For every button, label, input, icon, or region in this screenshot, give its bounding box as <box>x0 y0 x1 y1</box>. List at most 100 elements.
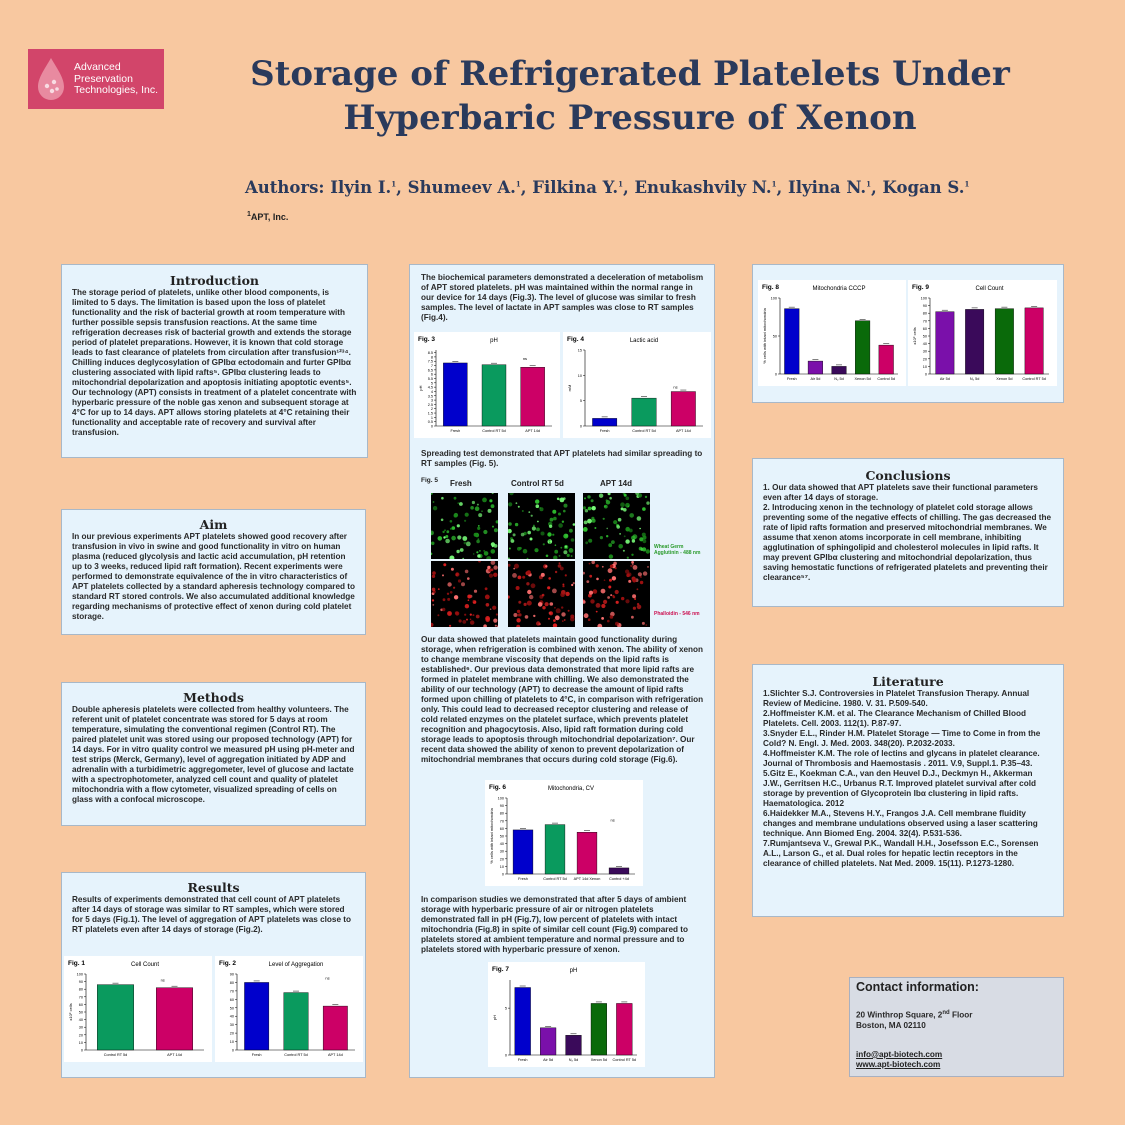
fig9-y-tick-label: 90 <box>923 304 927 308</box>
platelet-dot <box>446 592 450 595</box>
platelet-dot <box>637 572 642 577</box>
platelet-dot <box>612 594 615 598</box>
fig8-bar <box>831 366 847 375</box>
platelet-dot <box>486 556 492 559</box>
platelet-dot <box>484 594 490 600</box>
fig9-title: Cell Count <box>975 286 1003 292</box>
fig2-y-tick-label: 60 <box>230 998 234 1002</box>
methods-panel: Methods Double apheresis platelets were … <box>61 682 366 826</box>
platelet-dot <box>457 535 462 540</box>
fig3-y-tick-label: 7.5 <box>428 360 433 364</box>
platelet-dot <box>631 615 634 619</box>
platelet-dot <box>608 585 612 589</box>
contact-web-link[interactable]: www.apt-biotech.com <box>856 1059 941 1069</box>
platelet-dot <box>490 549 496 554</box>
fig6-bar <box>544 824 566 875</box>
platelet-dot <box>527 530 531 535</box>
platelet-dot <box>561 606 564 609</box>
fig1-y-tick-label: 50 <box>79 1011 83 1015</box>
platelet-dot <box>645 624 648 626</box>
platelet-dot <box>477 526 481 530</box>
platelet-dot <box>623 493 627 497</box>
author-affiliation-sup: 1 <box>964 179 970 189</box>
fig2-y-tick-label: 50 <box>230 1006 234 1010</box>
fig2-title: Level of Aggregation <box>269 962 324 968</box>
affiliation: 1APT, Inc. <box>247 211 288 222</box>
platelet-dot <box>432 506 438 511</box>
fig1-fig-label: Fig. 1 <box>68 960 85 967</box>
platelet-dot <box>483 529 488 535</box>
fig9-bar <box>1024 307 1044 375</box>
platelet-dot <box>609 578 612 582</box>
fig9-y-tick-label: 40 <box>923 342 927 346</box>
contact-email-link[interactable]: info@apt-biotech.com <box>856 1049 943 1059</box>
platelet-dot <box>642 507 646 511</box>
fig9-y-tick-label: 50 <box>923 335 927 339</box>
fig8-bar <box>807 360 823 375</box>
platelet-dot <box>446 530 450 534</box>
platelet-dot <box>472 553 475 555</box>
platelet-dot <box>602 517 605 520</box>
fig6-fig-label: Fig. 6 <box>489 784 506 791</box>
platelet-dot <box>601 617 604 620</box>
results-heading: Results <box>187 880 240 895</box>
fig3-bar <box>520 367 545 427</box>
platelet-dot <box>563 497 566 500</box>
platelet-dot <box>536 527 540 532</box>
literature-item: 2.Hoffmeister K.M. et al. The Clearance … <box>763 709 1026 728</box>
aim-heading: Aim <box>199 517 228 532</box>
platelet-dot <box>449 591 453 594</box>
contact-address-line-1: 20 Winthrop Square, 2 <box>856 1010 943 1020</box>
platelet-dot <box>560 592 565 597</box>
platelet-dot <box>632 594 637 599</box>
logo-line-3: Technologies, Inc. <box>74 84 159 96</box>
affiliation-sup: 1 <box>247 211 251 218</box>
platelet-dot <box>431 541 435 546</box>
aim-panel: Aim In our previous experiments APT plat… <box>61 509 366 635</box>
platelet-dot <box>597 623 603 627</box>
platelet-dot <box>445 535 449 538</box>
platelet-dot <box>512 573 517 578</box>
fig1-y-tick-label: 10 <box>79 1041 83 1045</box>
author-affiliation-sup: 1 <box>866 179 871 189</box>
platelet-dot <box>509 493 514 496</box>
platelet-dot <box>431 552 433 556</box>
fig5-green-label: Wheat Germ Agglutinin - 488 nm <box>654 544 700 556</box>
platelet-dot <box>524 615 529 619</box>
platelet-dot <box>594 527 597 529</box>
platelet-dot <box>490 561 496 565</box>
fig4-annotation: ns <box>673 385 677 390</box>
platelet-dot <box>570 555 573 557</box>
platelet-dot <box>464 569 469 574</box>
fig9-y-tick-label: 10 <box>923 365 927 369</box>
platelet-dot <box>595 603 601 608</box>
introduction-heading: Introduction <box>169 273 260 288</box>
platelet-dot <box>451 535 456 541</box>
platelet-dot <box>456 549 460 554</box>
platelet-dot <box>526 557 529 559</box>
platelet-dot <box>641 532 646 537</box>
fig4-y-tick-label: 5 <box>580 399 582 403</box>
platelet-dot <box>641 621 645 625</box>
fig3-title: pH <box>490 338 498 344</box>
platelet-dot <box>531 526 536 531</box>
platelet-dot <box>477 554 481 558</box>
fig6-y-tick-label: 40 <box>500 842 504 846</box>
logo-text: Advanced Preservation Technologies, Inc. <box>74 61 159 97</box>
fig1-x-tick-label: Control RT 5d <box>104 1053 128 1057</box>
platelet-dot <box>642 547 647 552</box>
aim-text: In our previous experiments APT platelet… <box>72 532 356 621</box>
fig9-y-tick-label: 20 <box>923 357 927 361</box>
fig3-y-tick-label: 8 <box>431 355 433 359</box>
platelet-dot <box>527 589 532 595</box>
fig5-red-label: Phalloidin - 546 nm <box>654 611 700 617</box>
logo-line-2: Preservation <box>74 72 133 85</box>
platelet-dot <box>521 510 524 512</box>
platelet-dot <box>476 503 479 506</box>
contact-heading: Contact information: <box>856 980 979 994</box>
fig9-y-tick-label: 0 <box>925 373 927 377</box>
conclusions-panel: Conclusions 1. Our data showed that APT … <box>752 458 1064 607</box>
fig1-y-tick-label: 30 <box>79 1026 83 1030</box>
platelet-dot <box>449 555 455 559</box>
